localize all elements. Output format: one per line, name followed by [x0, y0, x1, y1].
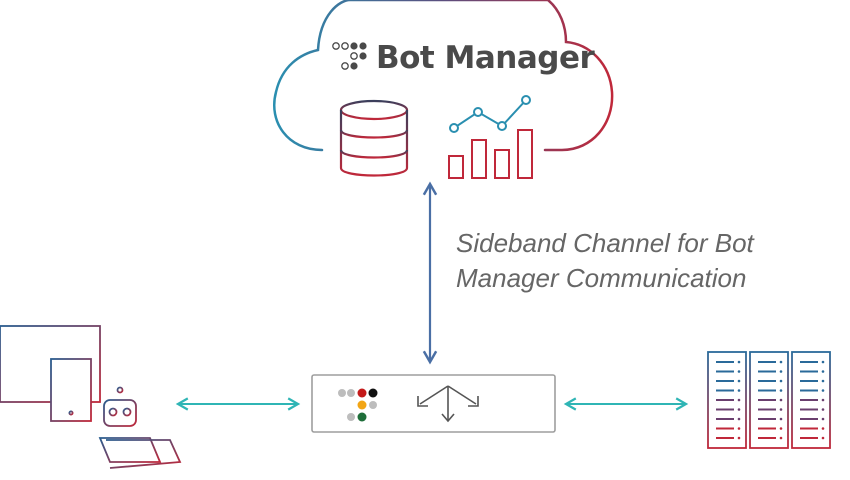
server-rack-icon: [791, 351, 831, 449]
network-appliance: [311, 374, 556, 433]
caption-line-1: Sideband Channel for Bot: [456, 228, 754, 258]
sideband-caption: Sideband Channel for Bot Manager Communi…: [456, 226, 754, 296]
load-balancer-arrows-icon: [417, 385, 479, 423]
laptop-icon: [96, 437, 182, 469]
robot-icon: [100, 386, 140, 427]
brand-name: Bot Manager: [376, 40, 595, 76]
analytics-chart-icon: [448, 95, 533, 179]
cloud-outline: [273, 0, 614, 152]
server-rack-icon: [749, 351, 789, 449]
client-devices: [0, 325, 182, 469]
status-dots: [338, 388, 378, 422]
server-rack-icon: [707, 351, 747, 449]
tablet-icon: [50, 358, 92, 422]
database-icon: [339, 99, 409, 177]
bot-manager-logo-dots: [332, 42, 367, 70]
caption-line-2: Manager Communication: [456, 263, 747, 293]
server-racks: [707, 351, 831, 449]
